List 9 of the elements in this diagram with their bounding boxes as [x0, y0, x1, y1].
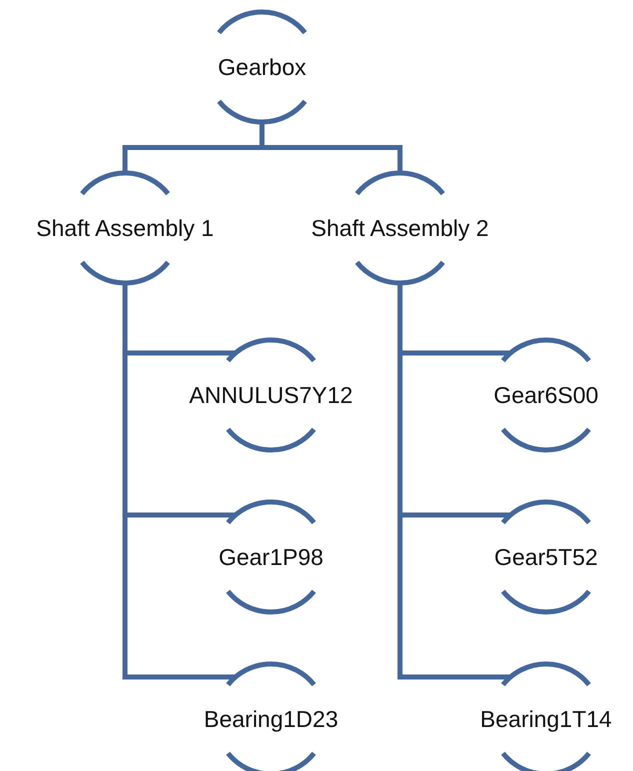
node-label: Bearing1D23	[204, 706, 338, 732]
node-label: ANNULUS7Y12	[189, 382, 353, 408]
node-label: Shaft Assembly 2	[311, 214, 489, 242]
node-label: Gear6S00	[494, 382, 598, 408]
node-label: Gear1P98	[218, 544, 324, 570]
node-label: Bearing1T14	[480, 706, 612, 732]
node-label: Gearbox	[218, 54, 306, 80]
node-label: Shaft Assembly 1	[36, 214, 214, 242]
node-label: Gear5T52	[494, 544, 598, 570]
